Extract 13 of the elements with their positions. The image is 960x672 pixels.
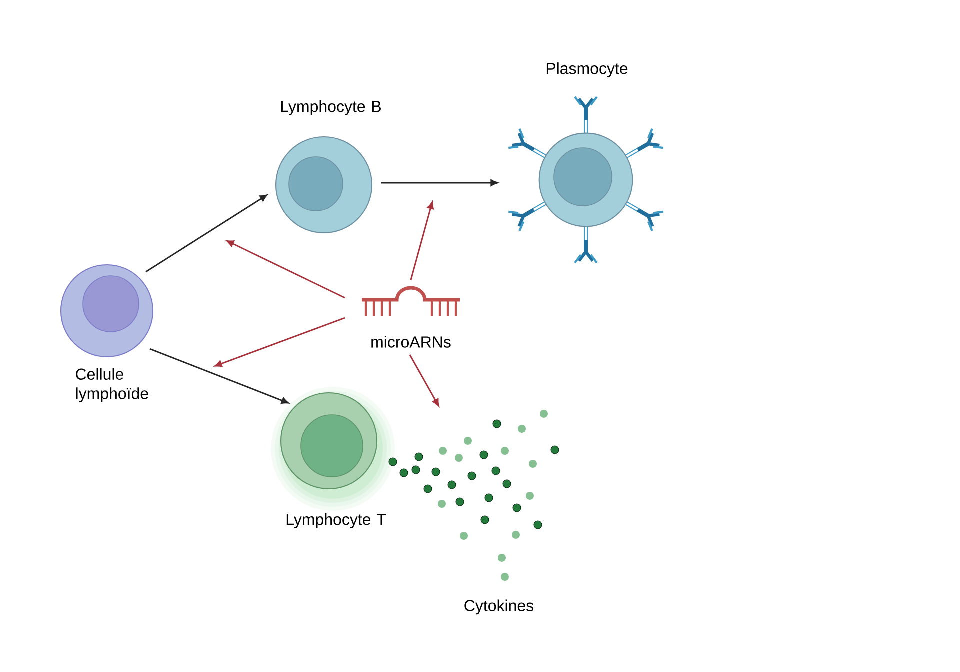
arrow bbox=[409, 354, 440, 406]
arrow bbox=[226, 240, 346, 299]
rna-label: microARNs bbox=[372, 336, 451, 348]
arrow bbox=[381, 180, 498, 186]
cell-label: Plasmocyte bbox=[546, 62, 628, 78]
cytokine-label: Cytokines bbox=[464, 600, 534, 615]
arrow bbox=[150, 348, 289, 404]
cell-label: Lymphocyte B bbox=[281, 100, 381, 116]
cell-label: Lymphocyte T bbox=[286, 514, 386, 528]
arrow bbox=[146, 194, 268, 273]
cell-label: Cellule lymphoïde bbox=[76, 368, 148, 403]
arrow bbox=[214, 317, 346, 368]
arrow bbox=[410, 202, 434, 280]
